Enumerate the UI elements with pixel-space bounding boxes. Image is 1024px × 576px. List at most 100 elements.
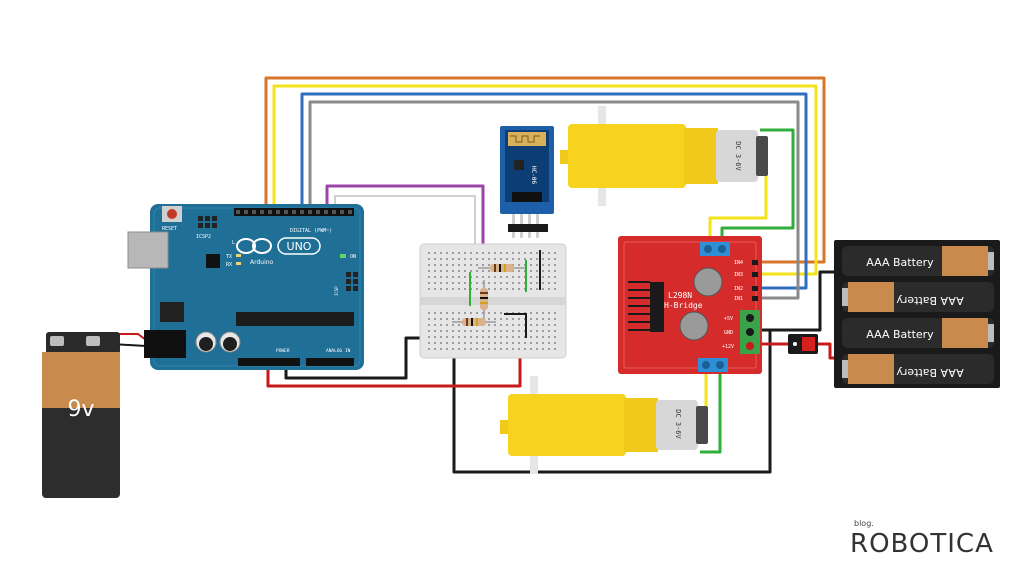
breadboard-hole xyxy=(518,288,520,290)
breadboard-hole xyxy=(518,324,520,326)
digital-label: DIGITAL (PWM~) xyxy=(290,228,332,234)
breadboard-hole xyxy=(488,282,490,284)
breadboard-hole xyxy=(446,276,448,278)
breadboard-hole xyxy=(494,282,496,284)
breadboard-hole xyxy=(494,312,496,314)
breadboard-hole xyxy=(500,324,502,326)
breadboard-hole xyxy=(512,318,514,320)
breadboard-hole xyxy=(512,288,514,290)
breadboard-hole xyxy=(452,342,454,344)
breadboard-hole xyxy=(536,276,538,278)
breadboard-hole xyxy=(518,342,520,344)
breadboard-hole xyxy=(500,330,502,332)
breadboard-hole xyxy=(434,330,436,332)
icsp2-header xyxy=(198,216,217,228)
breadboard-hole xyxy=(530,342,532,344)
pin-12v: +12V xyxy=(722,344,734,350)
breadboard-hole xyxy=(470,348,472,350)
breadboard-hole xyxy=(428,252,430,254)
breadboard-hole xyxy=(500,288,502,290)
breadboard-hole xyxy=(440,264,442,266)
breadboard-hole xyxy=(542,288,544,290)
breadboard-hole xyxy=(476,282,478,284)
breadboard-hole xyxy=(530,252,532,254)
breadboard-hole xyxy=(518,258,520,260)
breadboard-hole xyxy=(458,282,460,284)
breadboard-hole xyxy=(536,270,538,272)
reset-label: RESET xyxy=(162,226,177,232)
breadboard-hole xyxy=(548,348,550,350)
breadboard-hole xyxy=(446,264,448,266)
breadboard-hole xyxy=(542,312,544,314)
breadboard-hole xyxy=(542,318,544,320)
breadboard-hole xyxy=(506,330,508,332)
breadboard-hole xyxy=(434,348,436,350)
breadboard-hole xyxy=(506,252,508,254)
breadboard-hole xyxy=(500,336,502,338)
pin-in1: IN1 xyxy=(734,296,743,302)
breadboard-hole xyxy=(458,258,460,260)
breadboard-hole xyxy=(518,282,520,284)
motor-top: DC 3-6V xyxy=(560,106,768,206)
breadboard-hole xyxy=(452,276,454,278)
breadboard-hole xyxy=(440,312,442,314)
breadboard-hole xyxy=(554,336,556,338)
atmega-chip xyxy=(236,312,354,326)
breadboard-hole xyxy=(458,318,460,320)
breadboard-hole xyxy=(488,330,490,332)
breadboard-hole xyxy=(440,336,442,338)
breadboard-hole xyxy=(530,324,532,326)
breadboard-hole xyxy=(500,276,502,278)
breadboard-hole xyxy=(530,336,532,338)
breadboard-hole xyxy=(488,252,490,254)
resistor-3 xyxy=(452,318,496,326)
breadboard-hole xyxy=(434,252,436,254)
breadboard-hole xyxy=(452,282,454,284)
breadboard-hole xyxy=(476,258,478,260)
breadboard-hole xyxy=(446,252,448,254)
breadboard-hole xyxy=(452,264,454,266)
breadboard-hole xyxy=(470,312,472,314)
breadboard-hole xyxy=(512,324,514,326)
breadboard-hole xyxy=(554,324,556,326)
breadboard-hole xyxy=(434,270,436,272)
icsp-header xyxy=(346,272,358,291)
breadboard-hole xyxy=(524,348,526,350)
breadboard-hole xyxy=(530,282,532,284)
breadboard-hole xyxy=(440,270,442,272)
breadboard-hole xyxy=(464,336,466,338)
breadboard-hole xyxy=(428,318,430,320)
analog-header xyxy=(306,358,354,366)
breadboard-hole xyxy=(458,252,460,254)
aaa-cell-3-label: AAA Battery xyxy=(866,328,934,341)
breadboard-hole xyxy=(530,270,532,272)
breadboard-hole xyxy=(446,330,448,332)
breadboard-hole xyxy=(470,336,472,338)
battery-9v-label: 9v xyxy=(67,397,94,422)
breadboard-hole xyxy=(506,336,508,338)
aaa-cell-1-label: AAA Battery xyxy=(866,256,934,269)
wire-white xyxy=(334,195,476,258)
breadboard-hole xyxy=(494,288,496,290)
wire-9v-red xyxy=(112,333,147,341)
breadboard-hole xyxy=(500,258,502,260)
breadboard-hole xyxy=(482,270,484,272)
breadboard-hole xyxy=(536,252,538,254)
breadboard-hole xyxy=(518,318,520,320)
breadboard-hole xyxy=(476,252,478,254)
breadboard-hole xyxy=(530,288,532,290)
breadboard-hole xyxy=(500,318,502,320)
tx-label: TX xyxy=(226,254,232,260)
breadboard-hole xyxy=(470,252,472,254)
breadboard-hole xyxy=(542,258,544,260)
breadboard-hole xyxy=(464,288,466,290)
breadboard-hole xyxy=(530,276,532,278)
breadboard-hole xyxy=(530,264,532,266)
breadboard-hole xyxy=(434,288,436,290)
breadboard-hole xyxy=(500,312,502,314)
breadboard-hole xyxy=(458,342,460,344)
breadboard-hole xyxy=(506,282,508,284)
breadboard-hole xyxy=(458,288,460,290)
breadboard-hole xyxy=(488,324,490,326)
pin-in3: IN3 xyxy=(734,272,743,278)
